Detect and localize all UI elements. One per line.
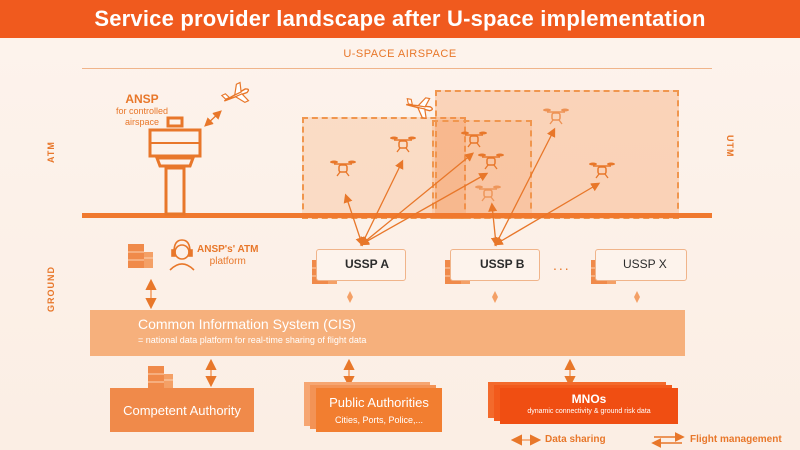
atm-platform-subtitle: platform bbox=[209, 256, 246, 267]
ussp-ellipsis: ... bbox=[553, 257, 571, 273]
cis-subtitle: = national data platform for real-time s… bbox=[138, 335, 367, 345]
page-title: Service provider landscape after U-space… bbox=[94, 6, 706, 31]
ansp-subtitle-line1: for controlled bbox=[115, 106, 169, 116]
airspace-bracket-line bbox=[82, 68, 712, 69]
legend-flight-management-icon bbox=[651, 432, 685, 448]
public-authorities-box: Public Authorities Cities, Ports, Police… bbox=[316, 388, 442, 432]
public-authorities-subtitle: Cities, Ports, Police,... bbox=[334, 415, 424, 425]
plane-icon-utm bbox=[403, 94, 435, 120]
ussp-cis-diamonds bbox=[347, 291, 640, 303]
flight-management-arrows bbox=[343, 127, 601, 247]
plane-icon bbox=[219, 79, 254, 111]
server-icon bbox=[127, 243, 154, 269]
mno-title: MNOs bbox=[571, 392, 607, 406]
ussp-b-label: USSP B bbox=[480, 257, 525, 271]
ansp-atm-platform: ANSP's' ATM platform bbox=[197, 244, 258, 268]
ansp-title: ANSP bbox=[125, 92, 159, 106]
drone-icon bbox=[474, 184, 502, 202]
control-tower-icon bbox=[148, 116, 202, 216]
ansp-plane-link-arrow bbox=[204, 110, 222, 127]
ussp-x-box bbox=[595, 249, 687, 281]
cis-title: Common Information System (CIS) bbox=[138, 316, 356, 332]
atm-platform-title: ANSP's' ATM bbox=[197, 244, 259, 255]
ansp-subtitle: for controlled airspace bbox=[102, 106, 182, 128]
data-sharing-connectors bbox=[145, 278, 576, 388]
mno-box: MNOs dynamic connectivity & ground risk … bbox=[500, 388, 678, 424]
mno-subtitle: dynamic connectivity & ground risk data bbox=[527, 408, 651, 415]
ussp-a-label: USSP A bbox=[345, 257, 390, 271]
drone-icon bbox=[460, 130, 488, 148]
competent-authority-label: Competent Authority bbox=[123, 402, 241, 418]
drone-icon bbox=[389, 135, 417, 153]
server-icon bbox=[147, 365, 174, 391]
ussp-a-box bbox=[316, 249, 406, 281]
legend-flight-management-label: Flight management bbox=[690, 434, 782, 445]
page-title-banner: Service provider landscape after U-space… bbox=[0, 0, 800, 38]
drone-icon bbox=[477, 152, 505, 170]
ussp-b-box bbox=[450, 249, 540, 281]
drone-icon bbox=[588, 161, 616, 179]
ansp-subtitle-line2: airspace bbox=[124, 117, 160, 127]
drone-icon bbox=[542, 107, 570, 125]
airspace-label: U-SPACE AIRSPACE bbox=[343, 48, 457, 60]
legend-data-sharing-label: Data sharing bbox=[545, 434, 606, 445]
public-authorities-title: Public Authorities bbox=[329, 395, 429, 410]
drone-icon bbox=[329, 159, 357, 177]
ussp-x-label: USSP X bbox=[623, 257, 667, 271]
cis-bar bbox=[90, 310, 685, 356]
operator-headset-icon bbox=[169, 239, 195, 271]
competent-authority-box: Competent Authority bbox=[110, 388, 254, 432]
